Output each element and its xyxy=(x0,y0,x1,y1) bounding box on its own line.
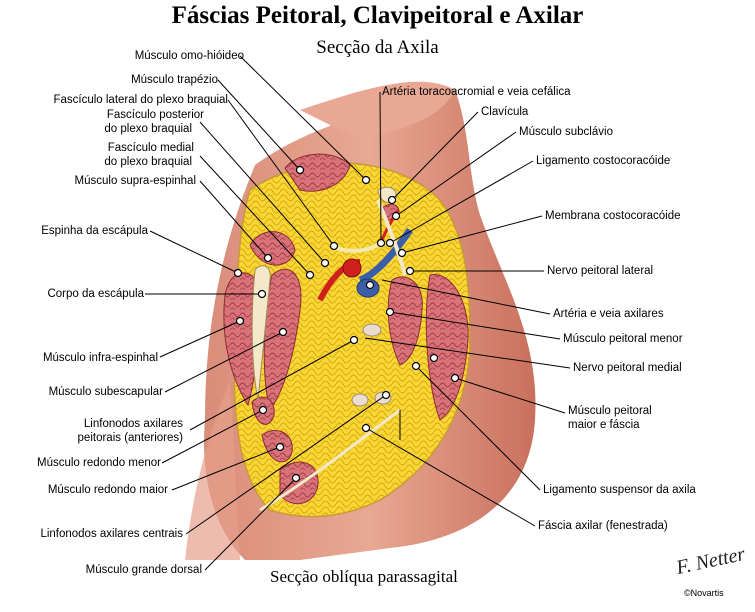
label-redondo-menor: Músculo redondo menor xyxy=(36,457,161,469)
brachial-plexus xyxy=(334,243,379,253)
marker-membrana xyxy=(397,248,407,258)
marker-fasc-posterior xyxy=(320,258,330,268)
marker-fasc-lateral xyxy=(329,241,339,251)
label-nervo-peitoral-lateral: Nervo peitoral lateral xyxy=(547,265,654,277)
label-trapezio: Músculo trapézio xyxy=(131,74,218,86)
axillary-vein xyxy=(358,228,413,284)
page-title: Fáscias Peitoral, Clavipeitoral e Axilar xyxy=(171,2,584,29)
axillary-artery-section xyxy=(342,258,362,278)
marker-linf-centrais xyxy=(381,390,391,400)
label-omo-hioideo: Músculo omo-hióideo xyxy=(134,50,244,62)
marker-nervo-medial xyxy=(429,353,439,363)
marker-omo-hioideo xyxy=(361,175,371,185)
marker-linf-peitorais xyxy=(349,335,359,345)
label-infra-espinhal: Músculo infra-espinhal xyxy=(42,352,158,364)
label-espinha-escapula: Espinha da escápula xyxy=(41,225,148,237)
marker-espinha xyxy=(233,268,243,278)
marker-peitoral-menor xyxy=(385,307,395,317)
marker-redondo-menor xyxy=(258,405,268,415)
marker-subclavio xyxy=(391,211,401,221)
axillary-fascia xyxy=(259,408,401,512)
label-nervo-peitoral-medial: Nervo peitoral medial xyxy=(573,362,682,374)
label-linf-centrais: Linfonodos axilares centrais xyxy=(40,528,183,540)
marker-nervo-lateral xyxy=(405,266,415,276)
marker-lig-costocoracoide xyxy=(385,238,395,248)
label-supra-espinhal: Músculo supra-espinhal xyxy=(74,175,196,187)
label-linf-peitorais-1: Linfonodos axilares xyxy=(83,418,183,430)
marker-redondo-maior xyxy=(275,442,285,452)
label-linf-peitorais-2: peitorais (anteriores) xyxy=(77,432,183,444)
supraspinatus-muscle xyxy=(249,231,296,266)
page-subtitle: Secção da Axila xyxy=(316,37,439,58)
label-subescapular: Músculo subescapular xyxy=(48,386,163,398)
marker-arteria-veia xyxy=(365,280,375,290)
label-redondo-maior: Músculo redondo maior xyxy=(47,484,168,496)
label-subclavio: Músculo subclávio xyxy=(519,126,613,138)
label-fasc-posterior-2: do plexo braquial xyxy=(104,123,192,135)
label-peitoral-maior-2: maior e fáscia xyxy=(568,419,640,431)
label-arteria-veia-axilares: Artéria e veia axilares xyxy=(553,308,664,320)
label-peitoral-maior-1: Músculo peitoral xyxy=(568,405,652,417)
pectoralis-major-muscle xyxy=(425,274,469,421)
marker-arteria-toraco xyxy=(376,238,386,248)
label-peitoral-menor: Músculo peitoral menor xyxy=(563,333,683,345)
trapezius-muscle xyxy=(284,153,351,192)
marker-clavicula xyxy=(387,195,397,205)
label-markers xyxy=(233,165,460,483)
marker-corpo xyxy=(257,289,267,299)
label-fasc-medial-1: Fascículo medial xyxy=(107,142,194,154)
section-caption: Secção oblíqua parassagital xyxy=(270,567,458,586)
lymph-node-central-1 xyxy=(351,393,369,407)
lymph-node-pectoral xyxy=(362,323,382,337)
label-lig-suspensor: Ligamento suspensor da axila xyxy=(543,484,696,496)
leader-lines-left xyxy=(145,55,387,571)
label-clavicula: Clavícula xyxy=(481,106,529,118)
copyright-text: ©Novartis xyxy=(684,588,724,598)
marker-peitoral-maior xyxy=(450,373,460,383)
marker-trapezio xyxy=(295,165,305,175)
marker-subescapular xyxy=(278,327,288,337)
label-fasc-lateral: Fascículo lateral do plexo braquial xyxy=(53,94,228,106)
label-grande-dorsal: Músculo grande dorsal xyxy=(85,564,202,576)
label-lig-costocoracoide: Ligamento costocoracóide xyxy=(536,155,671,167)
label-fascia-axilar: Fáscia axilar (fenestrada) xyxy=(538,520,668,532)
leader-lines-right xyxy=(364,91,571,527)
shoulder-skin xyxy=(300,81,455,140)
label-arteria-toracoacromial: Artéria toracoacromial e veia cefálica xyxy=(382,86,571,98)
marker-fascia-axilar xyxy=(361,423,371,433)
label-fasc-posterior-1: Fascículo posterior xyxy=(106,109,204,121)
marker-grande-dorsal xyxy=(291,473,301,483)
label-membrana-costocoracoide: Membrana costocoracóide xyxy=(545,210,681,222)
marker-infra-espinhal xyxy=(235,316,245,326)
label-corpo-escapula: Corpo da escápula xyxy=(47,288,144,300)
marker-lig-suspensor xyxy=(411,361,421,371)
marker-fasc-medial xyxy=(305,270,315,280)
label-fasc-medial-2: do plexo braquial xyxy=(104,156,192,168)
scapula-bone xyxy=(251,265,271,401)
latissimus-muscle xyxy=(279,461,319,505)
arm-skin xyxy=(185,380,240,560)
marker-supra-espinhal xyxy=(263,253,273,263)
